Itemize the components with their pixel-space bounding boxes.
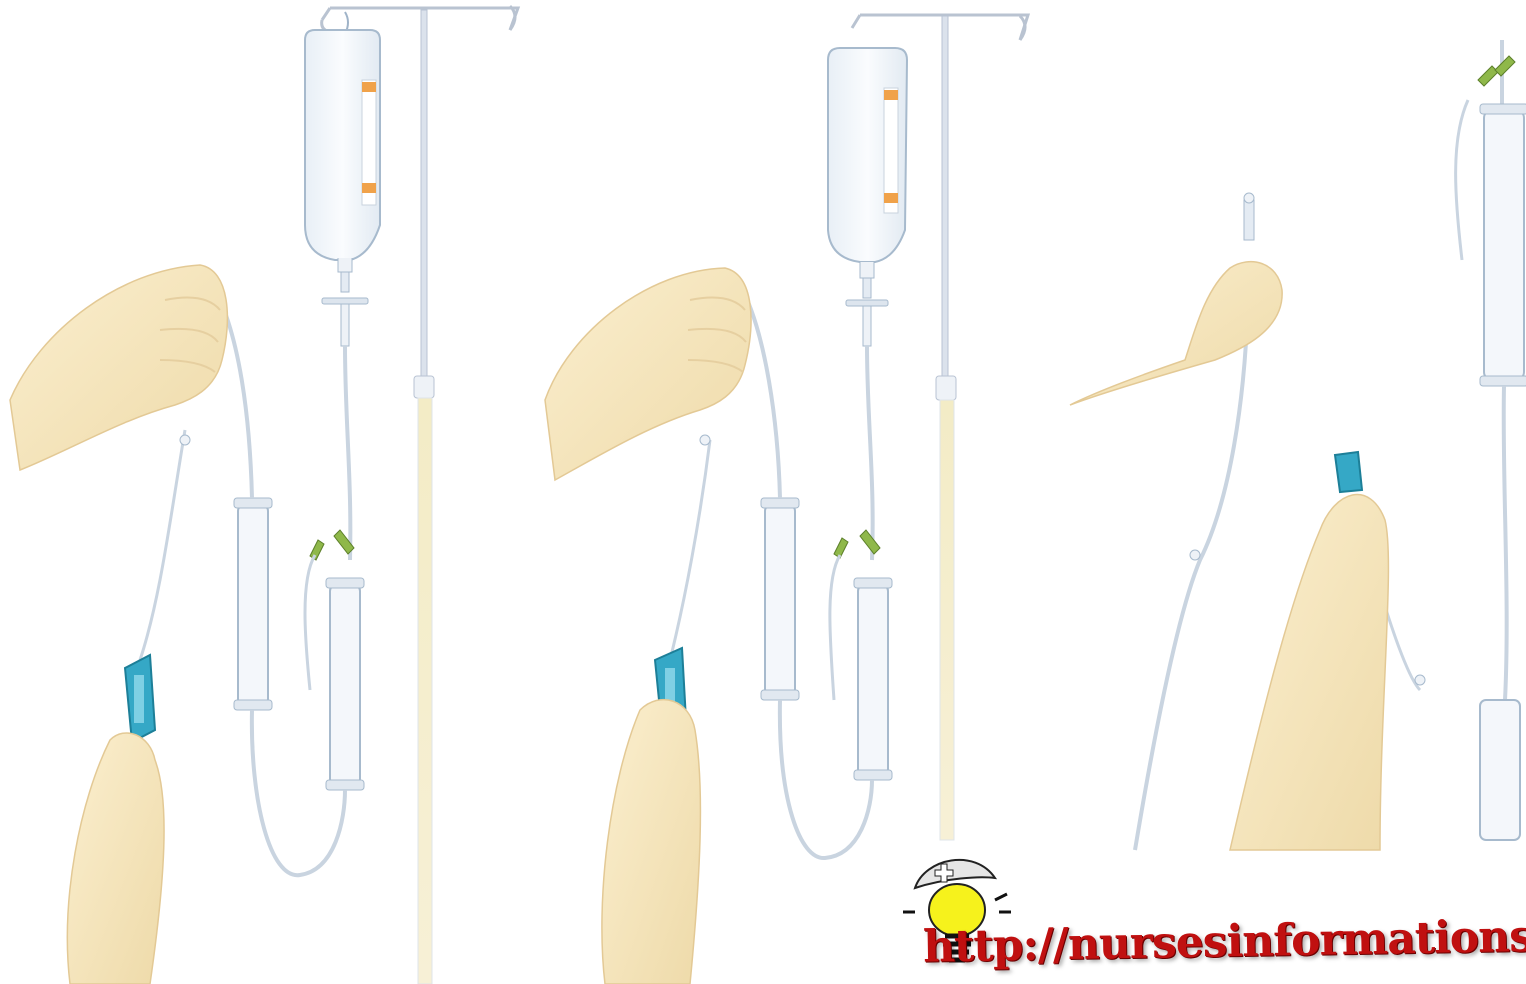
- upper-hand: [10, 265, 227, 470]
- spike-connector: [322, 272, 368, 346]
- iv-bag: [828, 48, 907, 278]
- spike-connector: [846, 278, 888, 346]
- drip-chamber: [326, 578, 364, 790]
- lower-hand: [1230, 495, 1388, 850]
- watermark: http://nursesinformations.blogspot.c: [895, 848, 1526, 984]
- panel-step-1: [10, 6, 518, 984]
- tubing: [1135, 300, 1248, 850]
- panel-step-2: [545, 15, 1028, 984]
- lower-hand: [602, 700, 701, 984]
- upper-hand: [545, 268, 751, 480]
- iv-bag: [305, 12, 380, 272]
- upper-hand: [1070, 262, 1282, 405]
- filter-chamber: [761, 498, 799, 700]
- lower-hand: [67, 733, 164, 984]
- green-clip: [310, 530, 354, 560]
- drip-chamber: [854, 578, 892, 780]
- tubing: [345, 346, 350, 560]
- roller-clamp: [125, 655, 155, 742]
- panel-step-3: [1070, 40, 1526, 850]
- roller-clamp: [1335, 452, 1362, 492]
- drip-chamber: [1456, 40, 1526, 840]
- tubing-tip: [1244, 193, 1254, 240]
- filter-chamber: [234, 498, 272, 710]
